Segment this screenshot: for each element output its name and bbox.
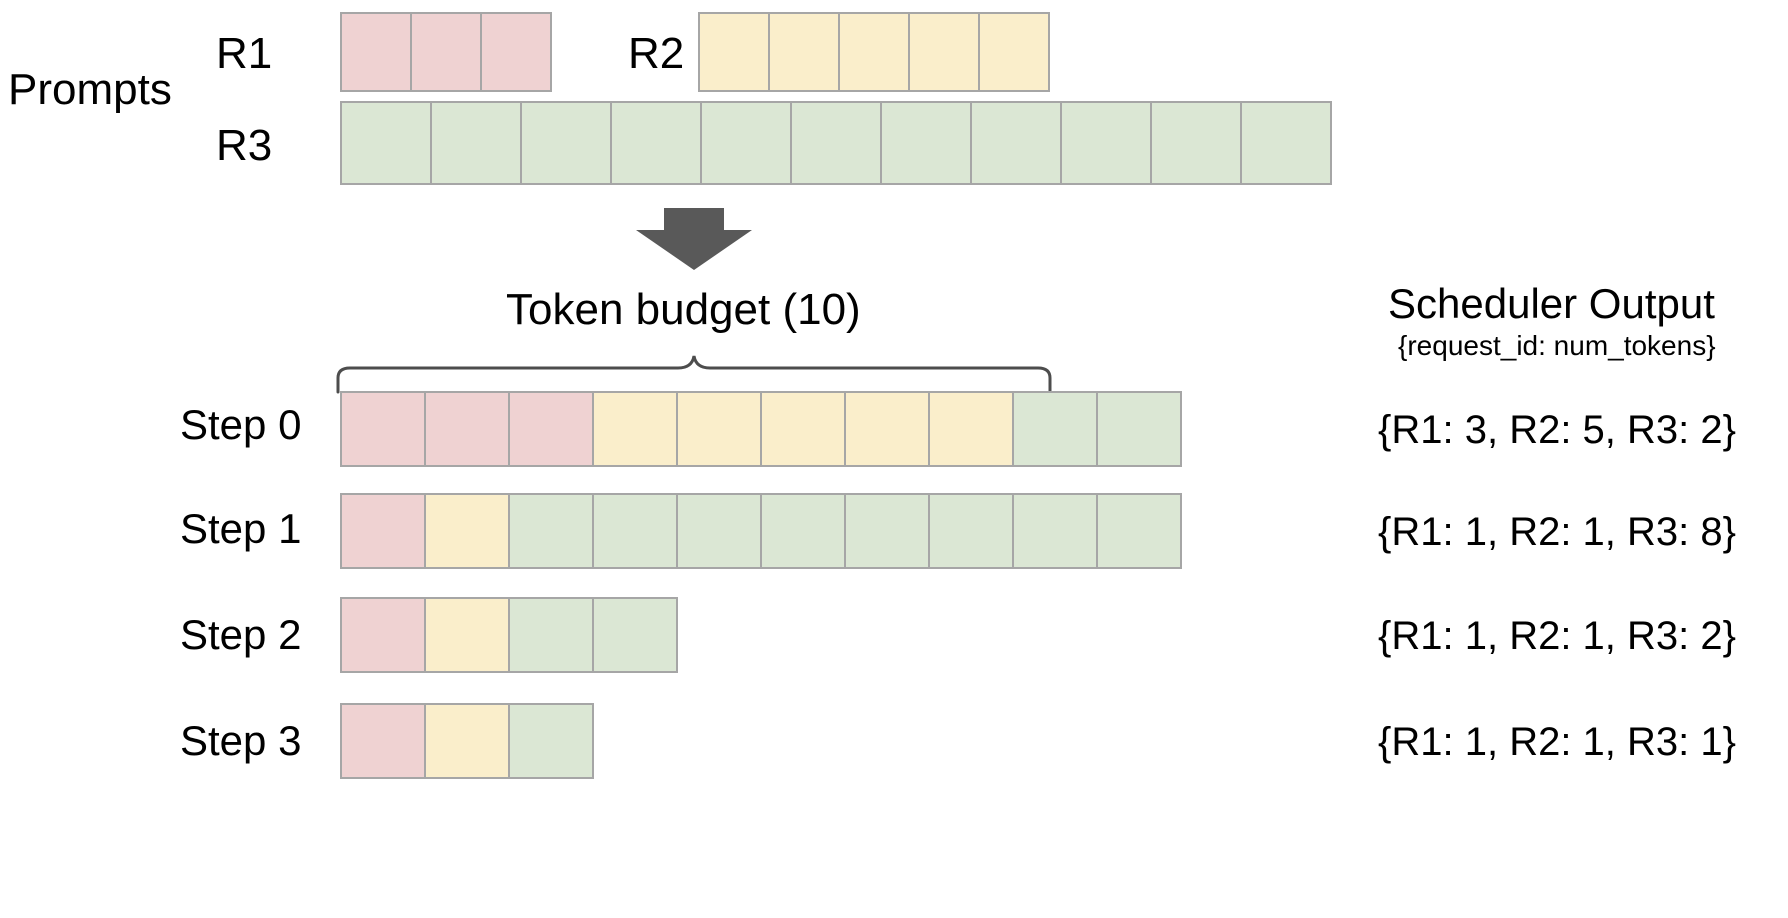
request-label-r1: R1 bbox=[216, 29, 273, 78]
prompt-row-r2 bbox=[698, 12, 1050, 92]
prompt-r2-cell-r2 bbox=[698, 12, 770, 92]
step-2-cell-r2 bbox=[424, 597, 510, 673]
prompt-r3-cell-r3 bbox=[700, 101, 792, 185]
prompt-r3-cell-r3 bbox=[790, 101, 882, 185]
prompt-r2-cell-r2 bbox=[978, 12, 1050, 92]
prompt-r2-cell-r2 bbox=[838, 12, 910, 92]
prompt-r3-cell-r3 bbox=[430, 101, 522, 185]
prompt-r1-cell-r1 bbox=[410, 12, 482, 92]
prompt-r3-cell-r3 bbox=[1060, 101, 1152, 185]
prompts-section-label: Prompts bbox=[8, 65, 172, 114]
request-label-r2: R2 bbox=[628, 29, 685, 78]
step-0-cell-r1 bbox=[340, 391, 426, 467]
step-3-cell-r1 bbox=[340, 703, 426, 779]
step-2-cell-r3 bbox=[592, 597, 678, 673]
step-1-cell-r3 bbox=[676, 493, 762, 569]
step-3-cell-r2 bbox=[424, 703, 510, 779]
step-1-cell-r1 bbox=[340, 493, 426, 569]
prompt-r3-cell-r3 bbox=[520, 101, 612, 185]
step-row-2 bbox=[340, 597, 678, 673]
step-row-3 bbox=[340, 703, 594, 779]
step-1-cell-r3 bbox=[844, 493, 930, 569]
step-2-cell-r3 bbox=[508, 597, 594, 673]
step-0-cell-r3 bbox=[1012, 391, 1098, 467]
step-1-cell-r3 bbox=[760, 493, 846, 569]
prompt-row-r3 bbox=[340, 101, 1332, 185]
step-1-cell-r3 bbox=[1012, 493, 1098, 569]
step-1-cell-r3 bbox=[1096, 493, 1182, 569]
step-1-cell-r3 bbox=[928, 493, 1014, 569]
prompt-r3-cell-r3 bbox=[970, 101, 1062, 185]
prompt-r1-cell-r1 bbox=[340, 12, 412, 92]
curly-brace-icon bbox=[336, 352, 1052, 394]
step-1-cell-r2 bbox=[424, 493, 510, 569]
step-label-0: Step 0 bbox=[180, 401, 302, 448]
prompt-r3-cell-r3 bbox=[340, 101, 432, 185]
prompt-r3-cell-r3 bbox=[1240, 101, 1332, 185]
scheduler-output-step-2: {R1: 1, R2: 1, R3: 2} bbox=[1378, 614, 1736, 658]
prompt-r3-cell-r3 bbox=[1150, 101, 1242, 185]
prompt-r2-cell-r2 bbox=[768, 12, 840, 92]
prompt-r1-cell-r1 bbox=[480, 12, 552, 92]
step-1-cell-r3 bbox=[508, 493, 594, 569]
step-3-cell-r3 bbox=[508, 703, 594, 779]
step-0-cell-r3 bbox=[1096, 391, 1182, 467]
scheduler-output-step-3: {R1: 1, R2: 1, R3: 1} bbox=[1378, 720, 1736, 764]
step-label-3: Step 3 bbox=[180, 717, 302, 764]
scheduler-output-title: Scheduler Output bbox=[1388, 280, 1715, 327]
scheduler-output-step-0: {R1: 3, R2: 5, R3: 2} bbox=[1378, 408, 1736, 452]
step-1-cell-r3 bbox=[592, 493, 678, 569]
step-0-cell-r1 bbox=[508, 391, 594, 467]
token-budget-label: Token budget (10) bbox=[506, 285, 861, 334]
step-0-cell-r2 bbox=[928, 391, 1014, 467]
step-2-cell-r1 bbox=[340, 597, 426, 673]
prompt-r2-cell-r2 bbox=[908, 12, 980, 92]
step-0-cell-r2 bbox=[592, 391, 678, 467]
step-0-cell-r2 bbox=[676, 391, 762, 467]
scheduler-output-step-1: {R1: 1, R2: 1, R3: 8} bbox=[1378, 510, 1736, 554]
step-0-cell-r2 bbox=[844, 391, 930, 467]
request-label-r3: R3 bbox=[216, 121, 273, 170]
step-label-1: Step 1 bbox=[180, 505, 302, 552]
step-label-2: Step 2 bbox=[180, 611, 302, 658]
down-arrow-icon bbox=[636, 208, 752, 270]
scheduler-output-subtitle: {request_id: num_tokens} bbox=[1398, 330, 1716, 361]
step-0-cell-r2 bbox=[760, 391, 846, 467]
step-row-1 bbox=[340, 493, 1182, 569]
prompt-row-r1 bbox=[340, 12, 552, 92]
step-row-0 bbox=[340, 391, 1182, 467]
prompt-r3-cell-r3 bbox=[880, 101, 972, 185]
prompt-r3-cell-r3 bbox=[610, 101, 702, 185]
step-0-cell-r1 bbox=[424, 391, 510, 467]
